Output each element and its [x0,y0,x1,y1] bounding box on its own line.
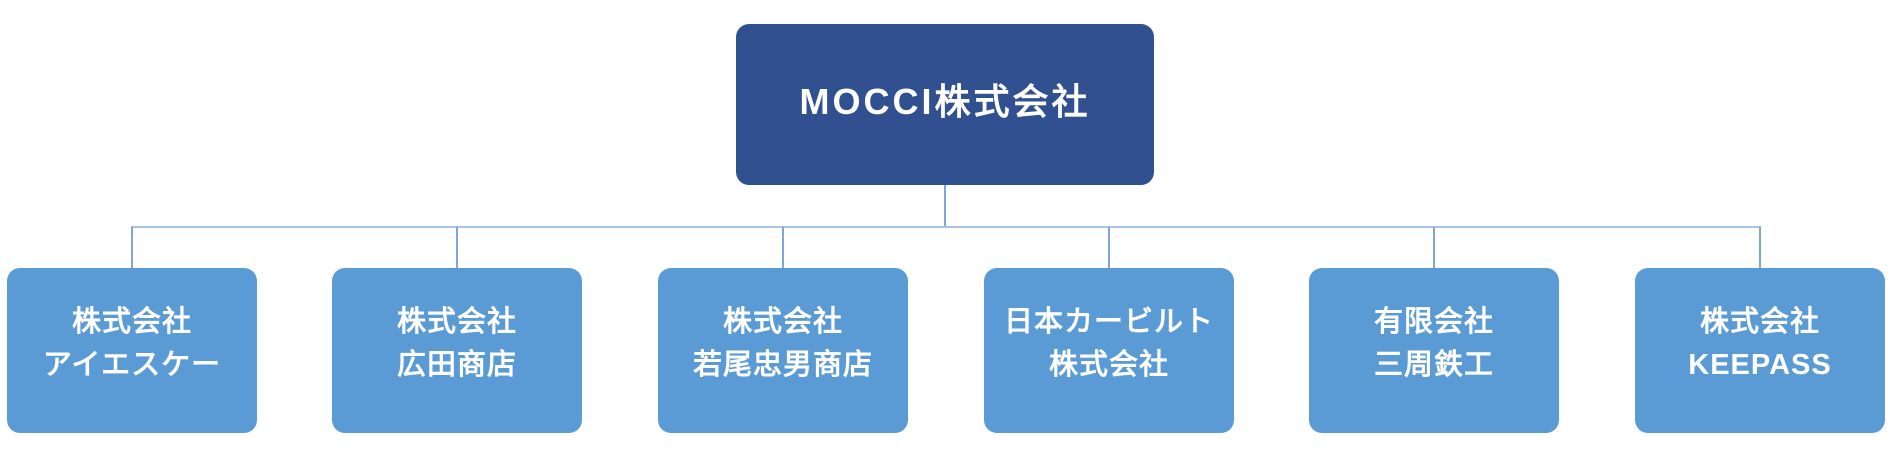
org-node-child-2: 株式会社 広田商店 [332,268,582,433]
org-node-child-2-line2: 広田商店 [396,348,517,381]
org-node-child-3-line1: 株式会社 [722,305,843,338]
org-node-child-4: 日本カービルト 株式会社 [984,268,1234,433]
org-node-child-1-line1: 株式会社 [71,305,192,338]
org-node-child-6-line2: KEEPASS [1688,348,1832,381]
connector-root-stub [944,185,946,227]
org-node-child-4-line1: 日本カービルト [1003,305,1214,338]
org-node-child-1: 株式会社 アイエスケー [7,268,257,433]
connector-drop-5 [1433,227,1435,268]
org-node-child-3: 株式会社 若尾忠男商店 [658,268,908,433]
org-node-child-6: 株式会社 KEEPASS [1635,268,1885,433]
connector-drop-3 [782,227,784,268]
org-node-root-label: MOCCI株式会社 [799,80,1091,122]
org-node-root: MOCCI株式会社 [736,24,1154,185]
org-node-child-5: 有限会社 三周鉄工 [1309,268,1559,433]
org-node-child-2-line1: 株式会社 [396,305,517,338]
connector-drop-1 [131,227,133,268]
org-node-child-5-line2: 三周鉄工 [1373,348,1494,381]
connector-drop-6 [1759,227,1761,268]
connector-drop-2 [456,227,458,268]
connector-horizontal [131,226,1761,228]
org-node-child-4-line2: 株式会社 [1048,348,1169,381]
org-node-child-3-line2: 若尾忠男商店 [692,348,873,381]
connector-drop-4 [1108,227,1110,268]
org-node-child-1-line2: アイエスケー [42,348,222,381]
org-node-child-5-line1: 有限会社 [1373,305,1494,338]
org-node-child-6-line1: 株式会社 [1699,305,1820,338]
